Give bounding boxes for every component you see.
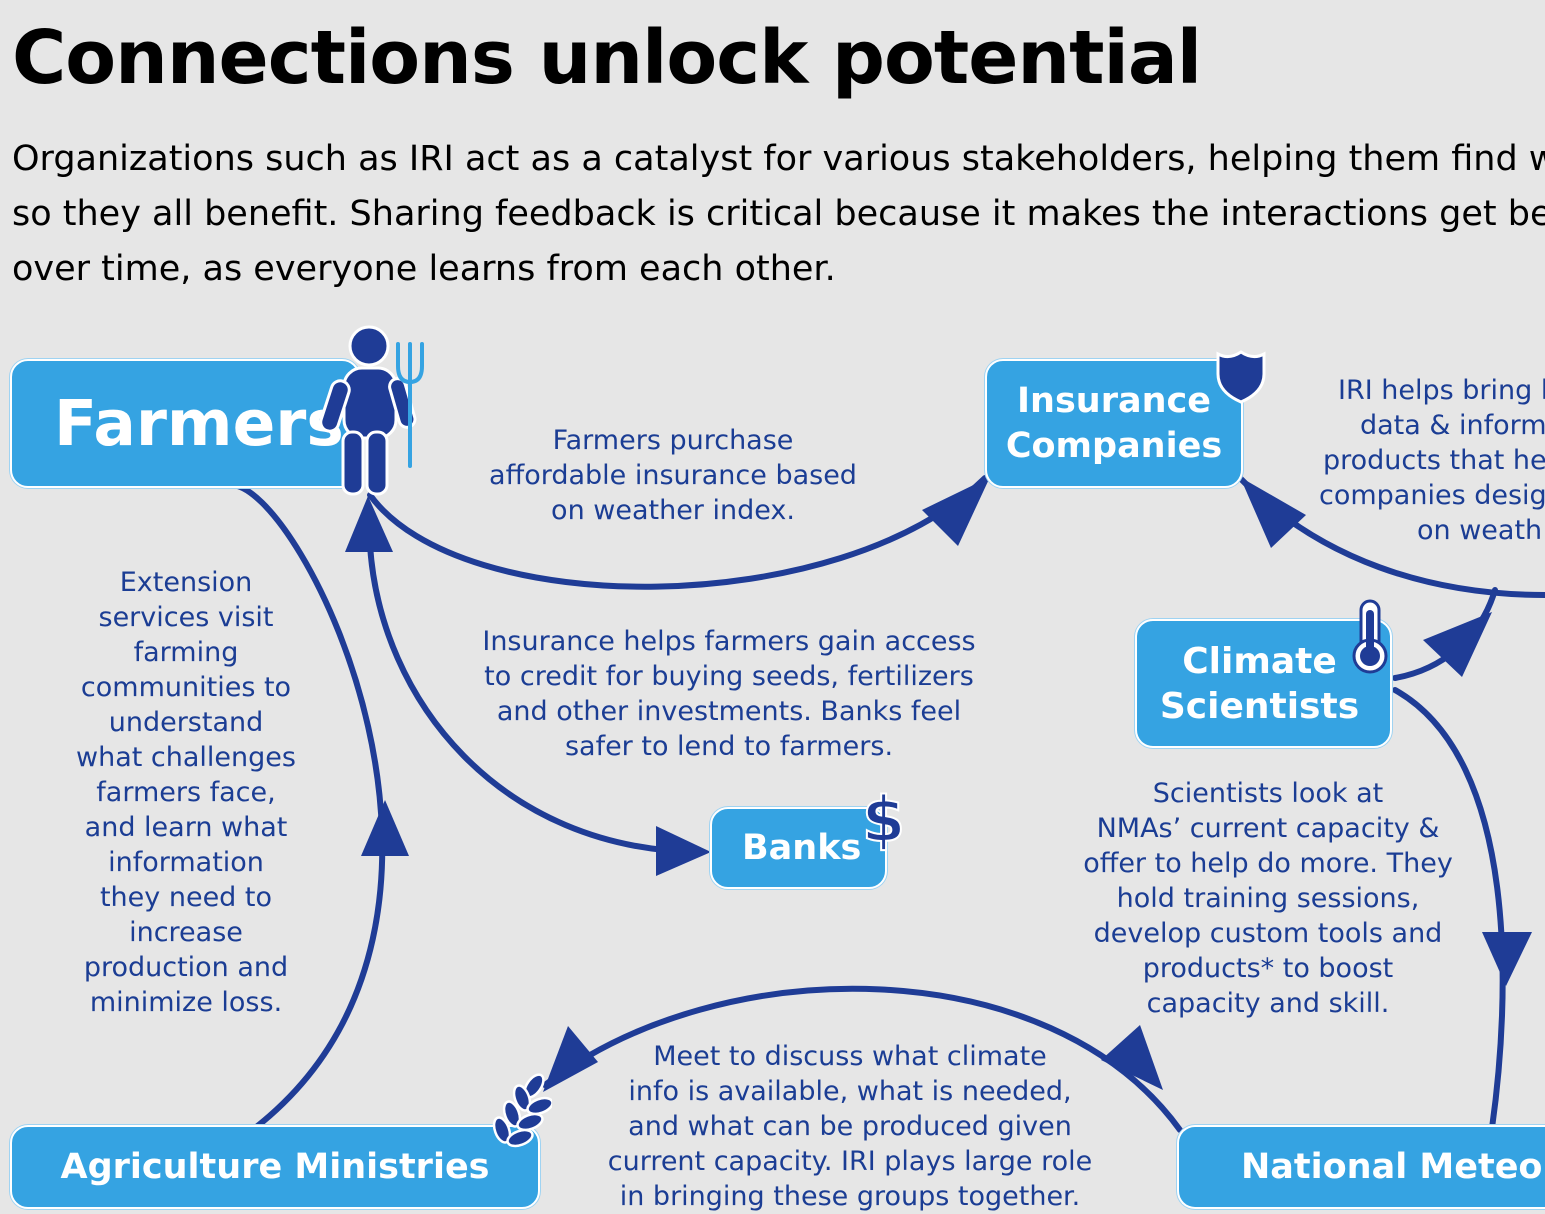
desc-line: capacity and skill. xyxy=(1146,988,1390,1019)
desc-line: to credit for buying seeds, fertilizers xyxy=(484,661,974,692)
arrowhead-meet-right xyxy=(1101,1025,1163,1090)
farmer-with-pitchfork-icon xyxy=(319,325,424,496)
desc-line: on weather index. xyxy=(551,495,795,526)
insurance-label-line: Insurance xyxy=(1017,380,1211,421)
desc-line: develop custom tools and xyxy=(1093,918,1443,949)
desc-farmers-insurance: Farmers purchase affordable insurance ba… xyxy=(473,423,873,528)
arrowhead-banks xyxy=(656,826,711,876)
desc-line: hold training sessions, xyxy=(1116,883,1420,914)
desc-line: farming xyxy=(133,637,239,668)
climate-label-line: Scientists xyxy=(1159,685,1360,727)
desc-line: Farmers purchase xyxy=(552,425,794,456)
arrowhead-agri-up xyxy=(361,800,409,856)
arrowhead-climate-to-national xyxy=(1482,932,1532,986)
desc-iri-helps: IRI helps bring h data & inform products… xyxy=(1300,373,1545,548)
intro-line: so they all benefit. Sharing feedback is… xyxy=(12,194,1545,234)
arrowhead-farmers-up xyxy=(345,496,393,552)
arrowhead-meet-left xyxy=(543,1026,598,1092)
agriculture-label: Agriculture Ministries xyxy=(60,1147,490,1187)
intro-paragraph: Organizations such as IRI act as a catal… xyxy=(12,132,1545,297)
arrowhead-iri-to-insurance xyxy=(1240,477,1306,548)
desc-line: NMAs’ current capacity & xyxy=(1096,813,1440,844)
desc-line: data & inform xyxy=(1360,410,1545,441)
desc-line: production and xyxy=(83,952,289,983)
desc-line: and learn what xyxy=(84,812,288,843)
agriculture-ministries-node[interactable]: Agriculture Ministries xyxy=(10,1125,540,1209)
insurance-node[interactable]: Insurance Companies xyxy=(985,359,1243,488)
desc-line: Scientists look at xyxy=(1152,778,1384,809)
national-meteorological-node[interactable]: National Meteor xyxy=(1177,1125,1545,1209)
desc-meet: Meet to discuss what climate info is ava… xyxy=(595,1039,1105,1214)
desc-line: increase xyxy=(129,917,243,948)
farmers-label: Farmers xyxy=(54,387,344,460)
desc-extension-services: Extension services visit farming communi… xyxy=(56,565,316,1020)
arrow-climate-to-national xyxy=(1392,687,1506,1131)
desc-line: services visit xyxy=(98,602,274,633)
banks-node[interactable]: Banks xyxy=(710,807,887,889)
thermometer-icon xyxy=(1352,599,1388,674)
desc-line: Meet to discuss what climate xyxy=(653,1041,1047,1072)
desc-line: products that he xyxy=(1323,445,1545,476)
desc-line: safer to lend to farmers. xyxy=(564,731,894,762)
desc-line: farmers face, xyxy=(96,777,276,808)
desc-line: offer to help do more. They xyxy=(1083,848,1453,879)
desc-line: information xyxy=(108,847,264,878)
desc-line: IRI helps bring h xyxy=(1338,375,1545,406)
desc-line: what challenges xyxy=(76,742,296,773)
arrowhead-insurance xyxy=(922,477,990,546)
desc-line: products* to boost xyxy=(1142,953,1394,984)
intro-line: over time, as everyone learns from each … xyxy=(12,249,836,289)
desc-line: and what can be produced given xyxy=(628,1111,1072,1142)
dollar-icon: $ xyxy=(861,780,906,860)
insurance-label-line: Companies xyxy=(1005,425,1223,466)
dollar-glyph: $ xyxy=(861,782,906,857)
climate-label-line: Climate xyxy=(1182,640,1337,682)
desc-line: in bringing these groups together. xyxy=(619,1181,1081,1212)
wheat-icon xyxy=(492,1073,552,1148)
desc-line: info is available, what is needed, xyxy=(628,1076,1072,1107)
desc-scientists: Scientists look at NMAs’ current capacit… xyxy=(1068,776,1468,1021)
arrowhead-climate-to-iri xyxy=(1423,612,1492,677)
desc-line: current capacity. IRI plays large role xyxy=(607,1146,1093,1177)
desc-line: Insurance helps farmers gain access xyxy=(482,626,976,657)
desc-insurance-banks: Insurance helps farmers gain access to c… xyxy=(469,624,989,764)
farmers-node[interactable]: Farmers xyxy=(10,359,360,488)
shield-icon xyxy=(1216,350,1266,404)
arrow-farmers-banks xyxy=(367,542,703,855)
arrow-agriculture-to-farmers xyxy=(227,481,386,1131)
intro-line: Organizations such as IRI act as a catal… xyxy=(12,139,1545,179)
banks-label: Banks xyxy=(742,828,862,868)
desc-line: and other investments. Banks feel xyxy=(496,696,962,727)
desc-line: communities to xyxy=(80,672,292,703)
desc-line: understand xyxy=(108,707,264,738)
national-label: National Meteor xyxy=(1241,1147,1545,1187)
desc-line: affordable insurance based xyxy=(489,460,857,491)
desc-line: on weath xyxy=(1417,515,1543,546)
desc-line: they need to xyxy=(99,882,273,913)
climate-scientists-node[interactable]: Climate Scientists xyxy=(1135,619,1392,748)
desc-line: minimize loss. xyxy=(89,987,283,1018)
desc-line: companies desig xyxy=(1319,480,1545,511)
arrow-farmers-to-insurance xyxy=(367,475,988,590)
page-title: Connections unlock potential xyxy=(12,15,1202,101)
desc-line: Extension xyxy=(119,567,253,598)
